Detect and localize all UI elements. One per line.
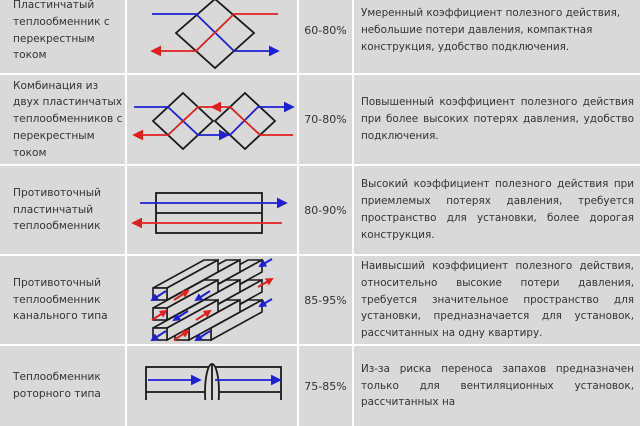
row-4-description: Наивысший коэффициент полезного действия… — [354, 256, 640, 344]
row-2-name-text: Комбинация из двух пластинчатых теплообм… — [13, 79, 123, 159]
row-1-name-text: Пластинчатый теплообменник с перекрестны… — [13, 0, 110, 62]
row-5-description-text: Из-за риска переноса запахов предназначе… — [361, 362, 634, 409]
row-5-efficiency: 75-85% — [299, 346, 352, 426]
row-1-description-text: Умеренный коэффициент полезного действия… — [361, 7, 621, 53]
row-1-name: Пластинчатый теплообменник с перекрестны… — [0, 0, 125, 73]
row-1-diagram-cell — [127, 0, 297, 73]
row-2-name: Комбинация из двух пластинчатых теплообм… — [0, 75, 125, 164]
row-2-diagram-cell — [127, 75, 297, 164]
row-3-diagram-cell — [127, 166, 297, 254]
row-5-name-text: Теплообменник роторного типа — [13, 371, 101, 400]
row-3-name: Противоточный пластинчатый теплообменник — [0, 166, 125, 254]
row-3-name-text: Противоточный пластинчатый теплообменник — [13, 186, 102, 233]
row-4-name: Противоточный теплообменник канального т… — [0, 256, 125, 344]
row-2-efficiency: 70-80% — [299, 75, 352, 164]
row-4-description-text: Наивысший коэффициент полезного действия… — [361, 260, 634, 340]
row-4-efficiency: 85-95% — [299, 256, 352, 344]
row-2-description-text: Повышенный коэффициент полезного действи… — [361, 96, 634, 142]
row-3-description-text: Высокий коэффициент полезного действия п… — [361, 178, 634, 241]
row-5-diagram-cell — [127, 346, 297, 426]
row-3-efficiency: 80-90% — [299, 166, 352, 254]
row-2-description: Повышенный коэффициент полезного действи… — [354, 75, 640, 164]
row-3-description: Высокий коэффициент полезного действия п… — [354, 166, 640, 254]
row-1-efficiency: 60-80% — [299, 0, 352, 73]
row-5-name: Теплообменник роторного типа — [0, 346, 125, 426]
row-4-name-text: Противоточный теплообменник канального т… — [13, 276, 108, 323]
row-4-diagram-cell — [127, 256, 297, 344]
row-1-description: Умеренный коэффициент полезного действия… — [354, 0, 640, 73]
row-5-description: Из-за риска переноса запахов предназначе… — [354, 346, 640, 426]
